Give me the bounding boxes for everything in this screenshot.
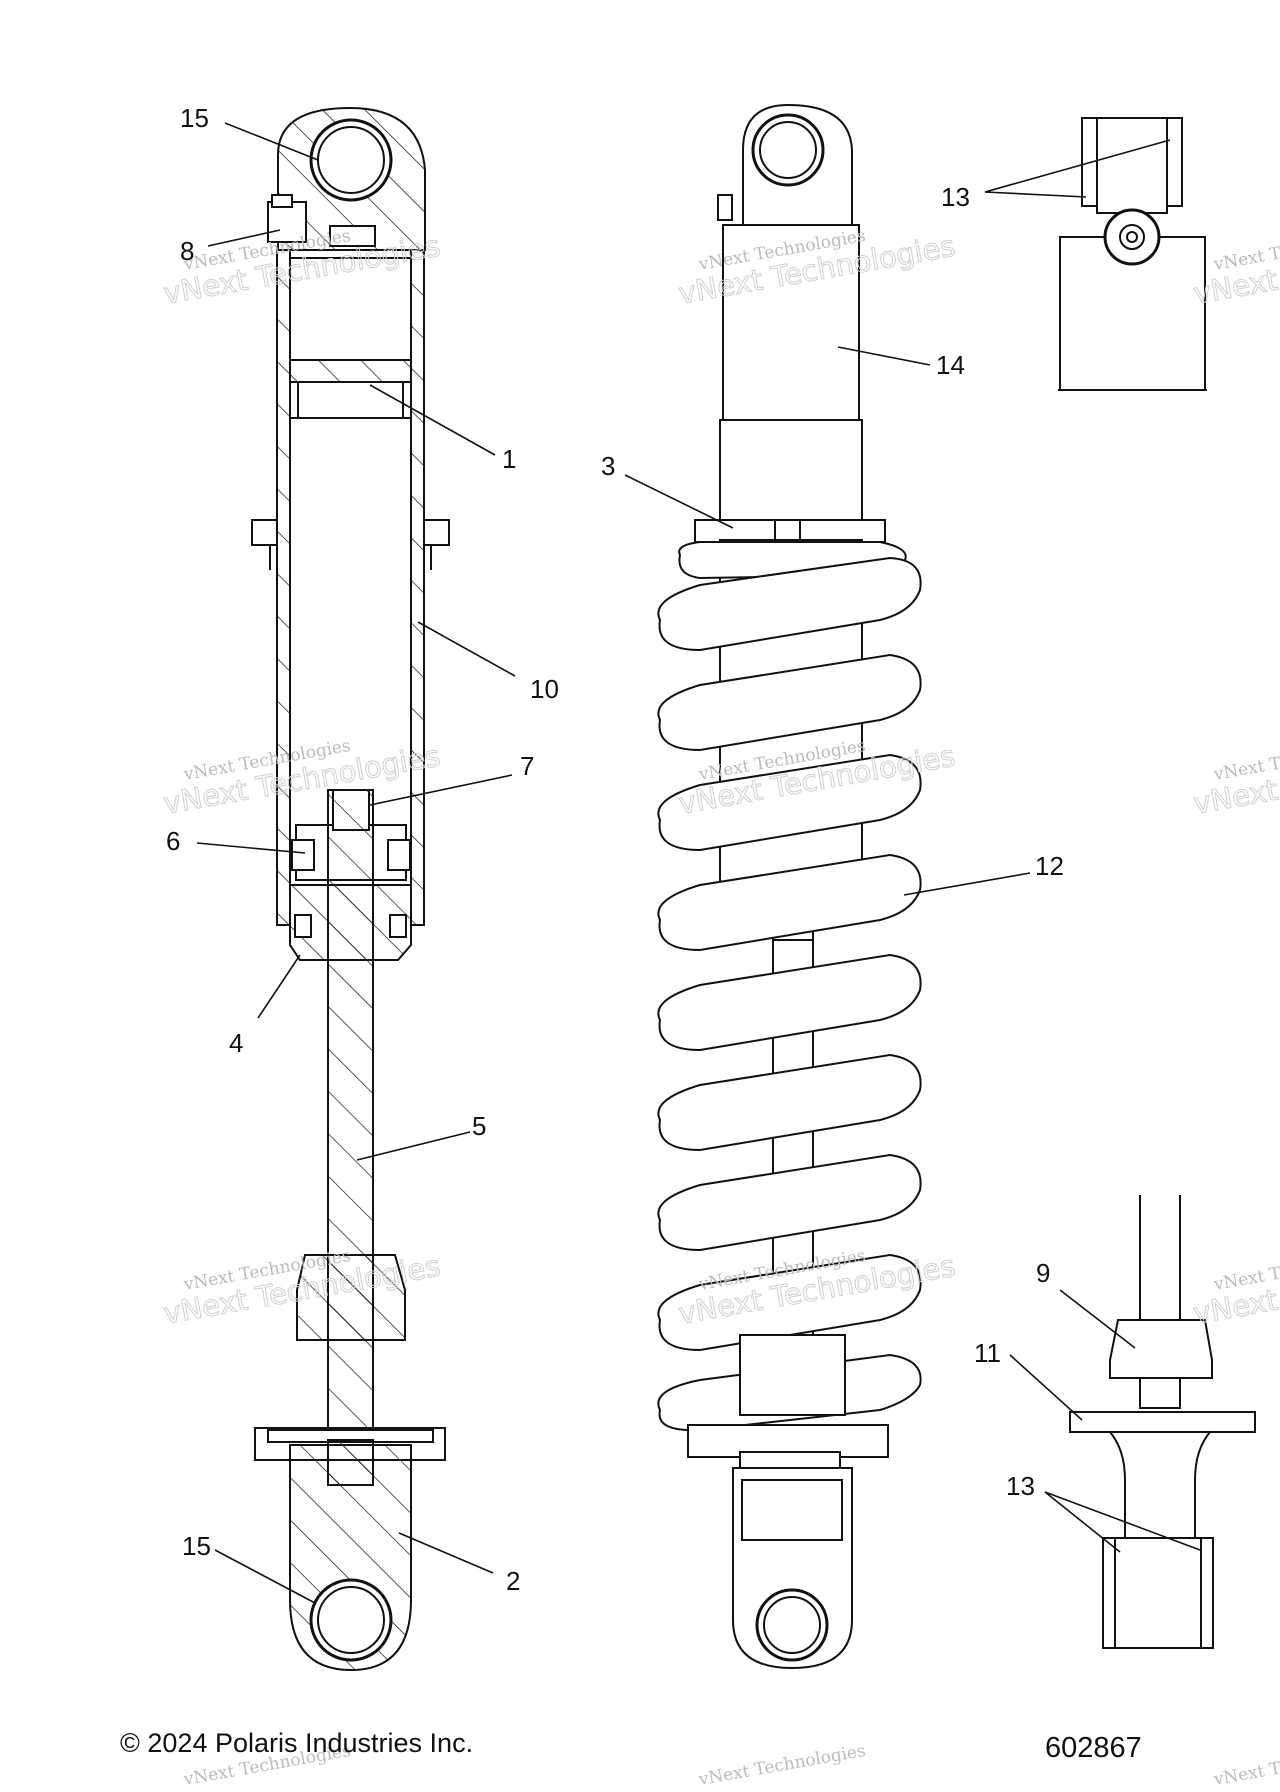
callout-8: 8 xyxy=(180,236,194,266)
shaft xyxy=(327,789,374,1486)
callout-9: 9 xyxy=(1036,1258,1050,1288)
callout-3: 3 xyxy=(601,451,615,481)
lower-mount-detail xyxy=(1069,1195,1256,1649)
callout-2: 2 xyxy=(506,1566,520,1596)
callout-5: 5 xyxy=(472,1111,486,1141)
assembled-shock xyxy=(657,103,922,1670)
callout-6: 6 xyxy=(166,826,180,856)
spring-seat-washer xyxy=(1069,1411,1256,1433)
callout-10: 10 xyxy=(530,674,559,704)
callout-13-top: 13 xyxy=(941,182,970,212)
callout-7: 7 xyxy=(520,751,534,781)
callout-11: 11 xyxy=(974,1338,1001,1368)
diagram-number: 602867 xyxy=(1045,1732,1142,1764)
svg-text:vNext Technologies: vNext Technologies xyxy=(1211,1741,1280,1790)
svg-text:vNext Technologies: vNext Technologies xyxy=(1191,1249,1280,1331)
svg-text:vNext Technologies: vNext Technologies xyxy=(1191,739,1280,821)
bump-stop-detail xyxy=(1109,1319,1213,1379)
spring xyxy=(657,541,922,1432)
callout-4: 4 xyxy=(229,1028,243,1058)
svg-text:vNext Technologies: vNext Technologies xyxy=(696,1741,867,1790)
section-view xyxy=(251,106,450,1672)
callout-12: 12 xyxy=(1035,851,1064,881)
floating-piston xyxy=(289,359,412,383)
copyright-notice: © 2024 Polaris Industries Inc. xyxy=(120,1728,474,1758)
callout-15-bottom: 15 xyxy=(182,1531,211,1561)
callout-13-bottom: 13 xyxy=(1006,1471,1035,1501)
shock-body-wall-left xyxy=(276,249,291,926)
leader-lines xyxy=(196,122,1201,1604)
callout-14: 14 xyxy=(936,350,965,380)
reservoir-body xyxy=(722,224,860,421)
shock-body-wall-right xyxy=(410,249,425,926)
top-mount-detail xyxy=(1058,117,1207,391)
callout-15-top: 15 xyxy=(180,103,209,133)
callout-1: 1 xyxy=(502,444,516,474)
callouts: 15 8 1 10 7 6 4 5 15 2 14 3 12 13 9 11 1… xyxy=(166,103,1064,1596)
